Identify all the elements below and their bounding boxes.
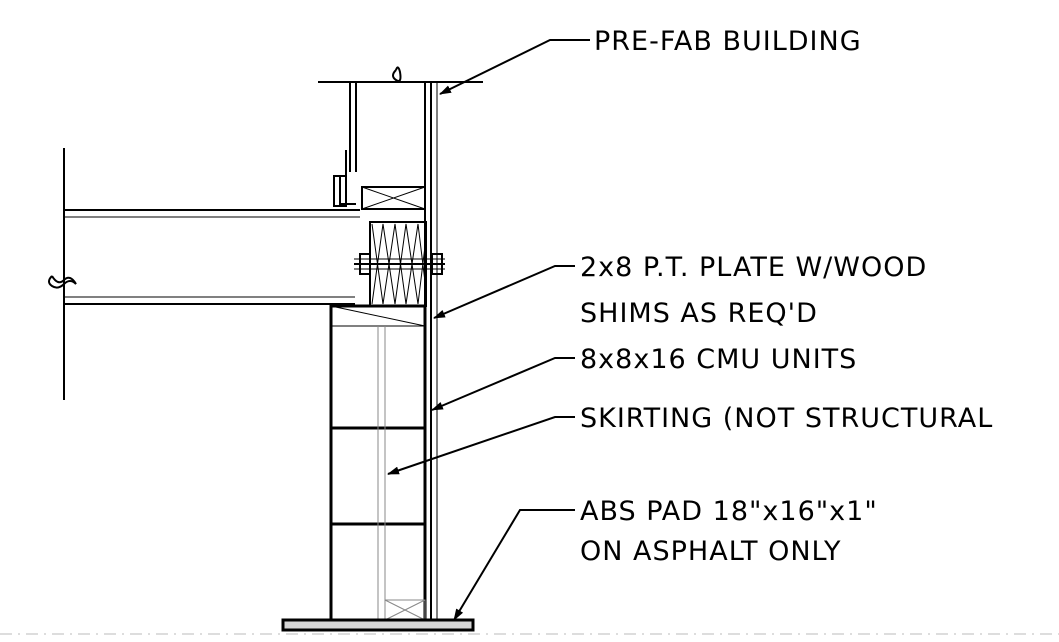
- steel-beam: [48, 148, 360, 400]
- leader-lines: [387, 39, 590, 621]
- callout-skirting: SKIRTING (NOT STRUCTURAL: [580, 403, 993, 434]
- prefab-wall: [318, 66, 483, 620]
- callout-abs-pad-line1: ABS PAD 18"x16"x1": [580, 496, 878, 527]
- pt-plate-shims: [354, 221, 445, 307]
- callout-abs-pad-line2: ON ASPHALT ONLY: [580, 536, 842, 567]
- abs-pad: [281, 618, 475, 632]
- callout-prefab-building: PRE-FAB BUILDING: [594, 26, 862, 57]
- cmu-pier: [329, 304, 427, 622]
- callout-plate-line1: 2x8 P.T. PLATE W/WOOD: [580, 252, 927, 283]
- callout-plate-line2: SHIMS AS REQ'D: [580, 298, 818, 329]
- callout-cmu-units: 8x8x16 CMU UNITS: [580, 344, 857, 375]
